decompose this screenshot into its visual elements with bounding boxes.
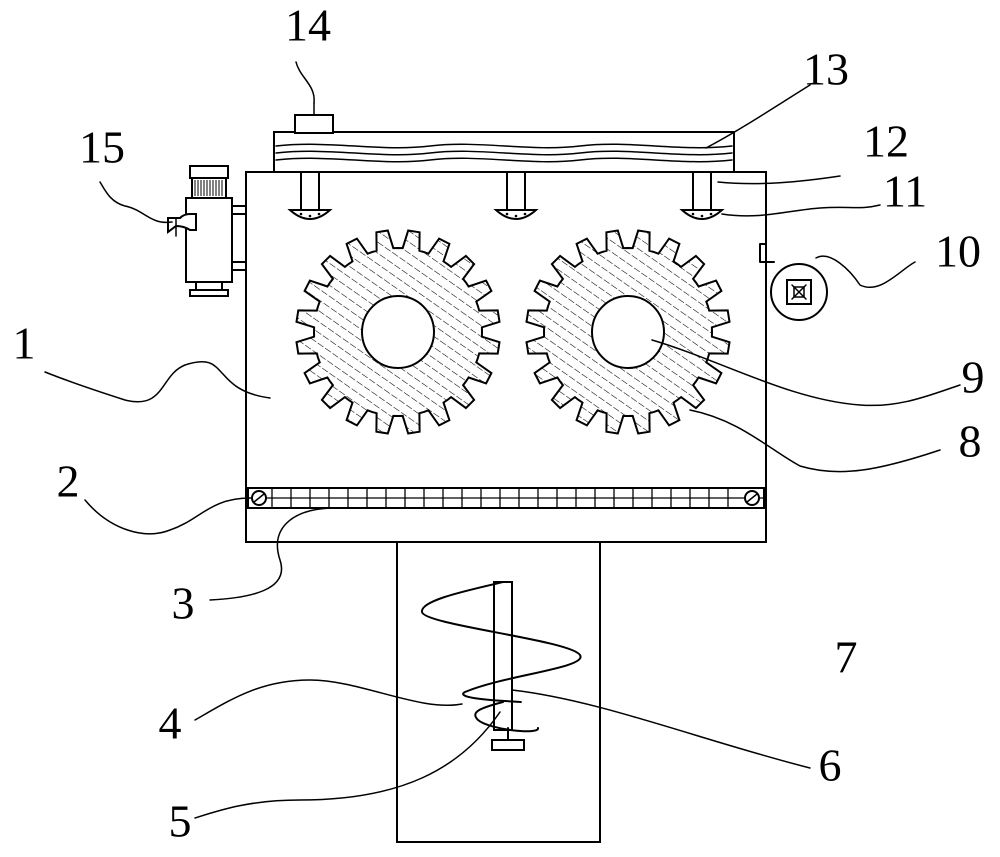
label-13: 13	[803, 44, 849, 95]
side-valve	[167, 165, 247, 297]
label-14: 14	[285, 0, 331, 51]
label-7: 7	[835, 632, 858, 683]
label-10: 10	[935, 226, 981, 277]
label-9: 9	[962, 352, 985, 403]
label-11: 11	[883, 166, 927, 217]
screw-conveyor	[421, 581, 582, 751]
inlet-pipe	[294, 102, 334, 134]
spray-pipe-left	[287, 171, 333, 220]
label-2: 2	[57, 456, 80, 507]
leader-lines	[44, 61, 961, 819]
filter-screen	[247, 487, 765, 509]
spray-pipe-middle	[493, 171, 539, 220]
label-1: 1	[13, 318, 36, 369]
spray-pipe-right	[679, 171, 725, 220]
shaft-hole-right	[591, 295, 665, 369]
water-tank	[273, 131, 735, 173]
label-4: 4	[159, 698, 182, 749]
shaft-hole-left	[361, 295, 435, 369]
blower-fan	[759, 243, 828, 321]
label-12: 12	[863, 116, 909, 167]
label-3: 3	[172, 578, 195, 629]
label-6: 6	[819, 740, 842, 791]
label-5: 5	[169, 796, 192, 847]
label-15: 15	[79, 122, 125, 173]
label-8: 8	[959, 416, 982, 467]
